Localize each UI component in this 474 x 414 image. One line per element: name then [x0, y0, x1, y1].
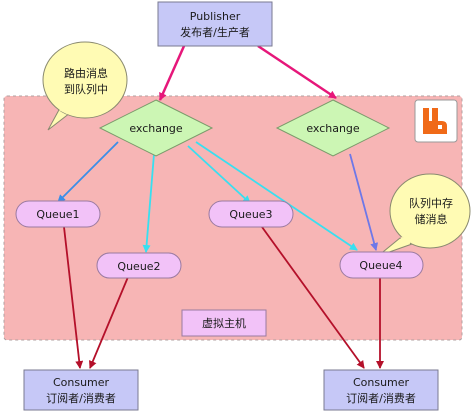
arrow-exchange1-to-queue4 [195, 141, 358, 251]
arrow-queue3-to-consumer2 [261, 226, 365, 369]
routing-callout-line2: 到队列中 [64, 82, 108, 96]
exchange-label: exchange [129, 122, 183, 135]
storing-callout-line2: 储消息 [415, 212, 448, 226]
routing-callout-line1: 路由消息 [64, 66, 108, 80]
arrow-queue2-to-consumer1 [89, 276, 129, 369]
queue-node-4: Queue4 [339, 251, 424, 279]
queue-node-1: Queue1 [15, 200, 101, 228]
exchange-label: exchange [306, 122, 360, 135]
arrow-publisher-to-exchange1 [158, 45, 186, 101]
consume-arrows [63, 226, 384, 369]
arrow-exchange1-to-queue1 [57, 141, 119, 203]
routing-callout: 路由消息 到队列中 [42, 41, 128, 131]
arrow-exchange1-to-queue2 [142, 153, 155, 253]
exchange-node-1: exchange [98, 99, 214, 157]
consumer-title: Consumer [353, 376, 410, 389]
storing-callout-line1: 队列中存 [409, 196, 453, 210]
arrow-queue1-to-consumer1 [63, 226, 84, 369]
queue-node-3: Queue3 [208, 200, 294, 228]
queue-label: Queue1 [36, 208, 79, 221]
queue-label: Queue3 [229, 208, 272, 221]
consumer-node-1: Consumer 订阅者/消费者 [23, 369, 139, 411]
virtual-host-label-box: 虚拟主机 [181, 309, 267, 337]
consumer-subtitle: 订阅者/消费者 [46, 391, 116, 405]
virtual-host-label: 虚拟主机 [202, 316, 246, 330]
routing-arrows [57, 141, 379, 253]
consumer-subtitle: 订阅者/消费者 [346, 391, 416, 405]
publisher-title: Publisher [190, 10, 241, 23]
arrow-exchange1-to-queue3 [187, 145, 251, 204]
arrow-exchange2-to-queue4 [349, 153, 379, 251]
queue-label: Queue4 [359, 259, 402, 272]
exchange-node-2: exchange [275, 99, 391, 157]
consumer-title: Consumer [53, 376, 110, 389]
publisher-node: Publisher 发布者/生产者 [157, 1, 273, 47]
arrow-publisher-to-exchange2 [257, 44, 337, 100]
queue-node-2: Queue2 [96, 252, 182, 279]
rabbitmq-logo-icon [414, 99, 458, 143]
publisher-subtitle: 发布者/生产者 [180, 25, 250, 39]
consumer-node-2: Consumer 订阅者/消费者 [323, 369, 439, 411]
queue-label: Queue2 [117, 260, 160, 273]
publish-arrows [158, 44, 337, 101]
